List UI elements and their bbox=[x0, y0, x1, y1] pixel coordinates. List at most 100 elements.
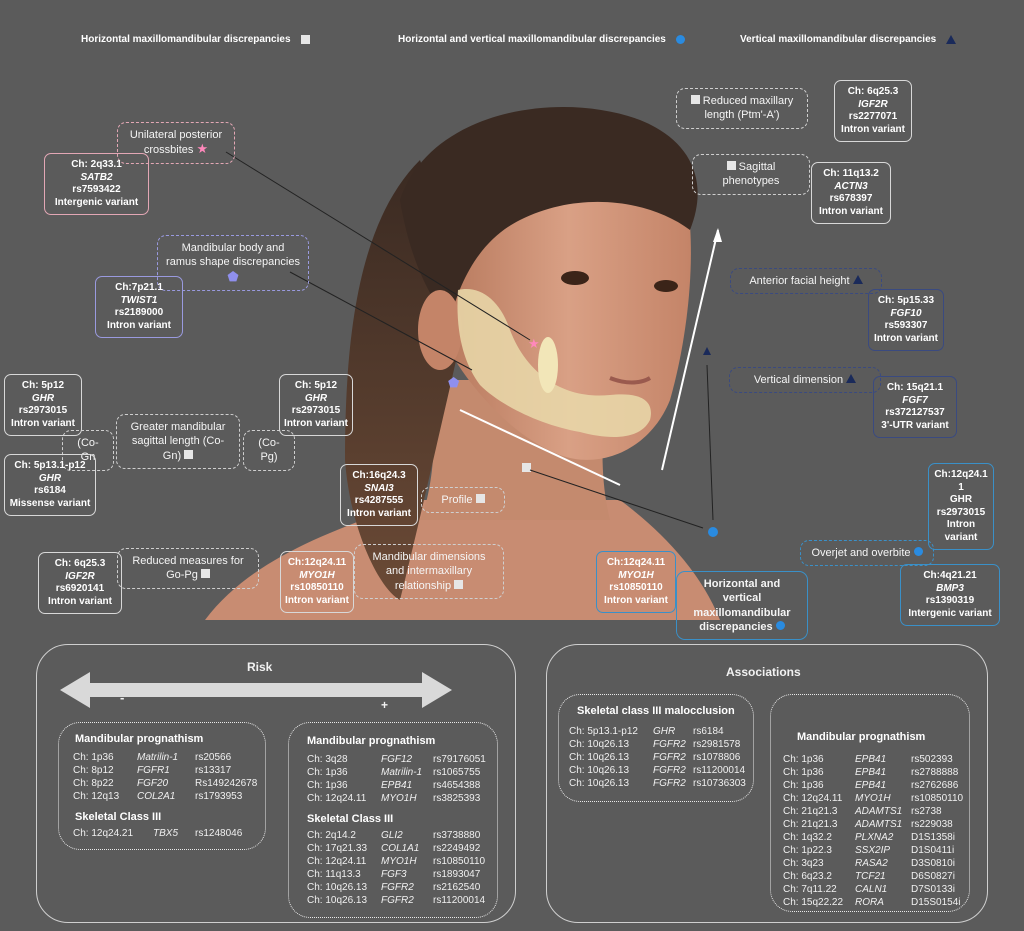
pheno-reduced-maxillary: Reduced maxillary length (Ptm'-A') bbox=[676, 88, 808, 129]
associations-panel bbox=[546, 644, 988, 923]
pheno-co-pg: (Co-Pg) bbox=[243, 430, 295, 471]
eye-left bbox=[561, 271, 589, 285]
navy-triangle-icon bbox=[946, 35, 957, 44]
pentagon-marker: ⬟ bbox=[448, 376, 460, 391]
white-square-icon bbox=[454, 579, 464, 589]
mouth bbox=[609, 376, 652, 385]
blue-circle-icon bbox=[775, 620, 785, 630]
ear bbox=[418, 290, 462, 370]
associations-title: Associations bbox=[726, 665, 801, 679]
legend-vertical: Vertical maxillomandibular discrepancies bbox=[740, 34, 957, 45]
assoc-left-box: Skeletal class III malocclusion Ch: 5p13… bbox=[558, 694, 754, 802]
square-marker bbox=[522, 463, 531, 472]
risk-title: Risk bbox=[247, 660, 273, 674]
white-square-icon bbox=[690, 95, 700, 104]
white-square-icon bbox=[200, 569, 210, 579]
risk-panel bbox=[36, 644, 516, 923]
risk-plus: + bbox=[381, 698, 389, 712]
pheno-hv-discrepancies: Horizontal and vertical maxillomandibula… bbox=[676, 571, 808, 641]
navy-triangle-icon bbox=[852, 275, 863, 284]
white-square-icon bbox=[300, 35, 310, 44]
pheno-overjet: Overjet and overbite bbox=[800, 540, 934, 567]
circle-marker bbox=[708, 527, 718, 537]
white-square-icon bbox=[184, 449, 194, 459]
pheno-reduced-gopg: Reduced measures for Go-Pg bbox=[117, 548, 259, 589]
pheno-vertical-dimension: Vertical dimension bbox=[729, 367, 881, 394]
white-square-icon bbox=[726, 161, 736, 170]
pheno-greater-mandibular: Greater mandibular sagittal length (Co-G… bbox=[116, 414, 240, 469]
pheno-mandibular-dimensions: Mandibular dimensions and intermaxillary… bbox=[354, 544, 504, 599]
blue-circle-icon bbox=[675, 35, 685, 44]
star-icon: ★ bbox=[196, 141, 209, 157]
star-marker: ★ bbox=[528, 337, 540, 352]
legend-horizontal-vertical: Horizontal and vertical maxillomandibula… bbox=[398, 34, 685, 45]
blue-circle-icon bbox=[913, 547, 923, 556]
pheno-sagittal: Sagittal phenotypes bbox=[692, 154, 810, 195]
hair-top bbox=[400, 106, 698, 321]
legend-horizontal: Horizontal maxillomandibular discrepanci… bbox=[81, 34, 310, 45]
risk-arrow bbox=[60, 672, 452, 708]
pentagon-icon: ⬟ bbox=[227, 268, 239, 284]
triangle-marker bbox=[703, 347, 711, 355]
pheno-mandibular-body: Mandibular body and ramus shape discrepa… bbox=[157, 235, 309, 291]
navy-triangle-icon bbox=[846, 374, 857, 383]
risk-minus: - bbox=[120, 690, 125, 705]
pheno-anterior-facial: Anterior facial height bbox=[730, 268, 882, 295]
face-illustration: ★ ⬟ bbox=[205, 106, 722, 620]
white-square-icon bbox=[475, 494, 485, 503]
mandible-bone bbox=[457, 289, 651, 437]
shoulders bbox=[205, 500, 720, 620]
pheno-crossbites: Unilateral posterior crossbites ★ bbox=[117, 122, 235, 164]
eye-right bbox=[654, 280, 678, 292]
pheno-profile: Profile bbox=[421, 487, 505, 514]
tooth bbox=[538, 337, 558, 393]
